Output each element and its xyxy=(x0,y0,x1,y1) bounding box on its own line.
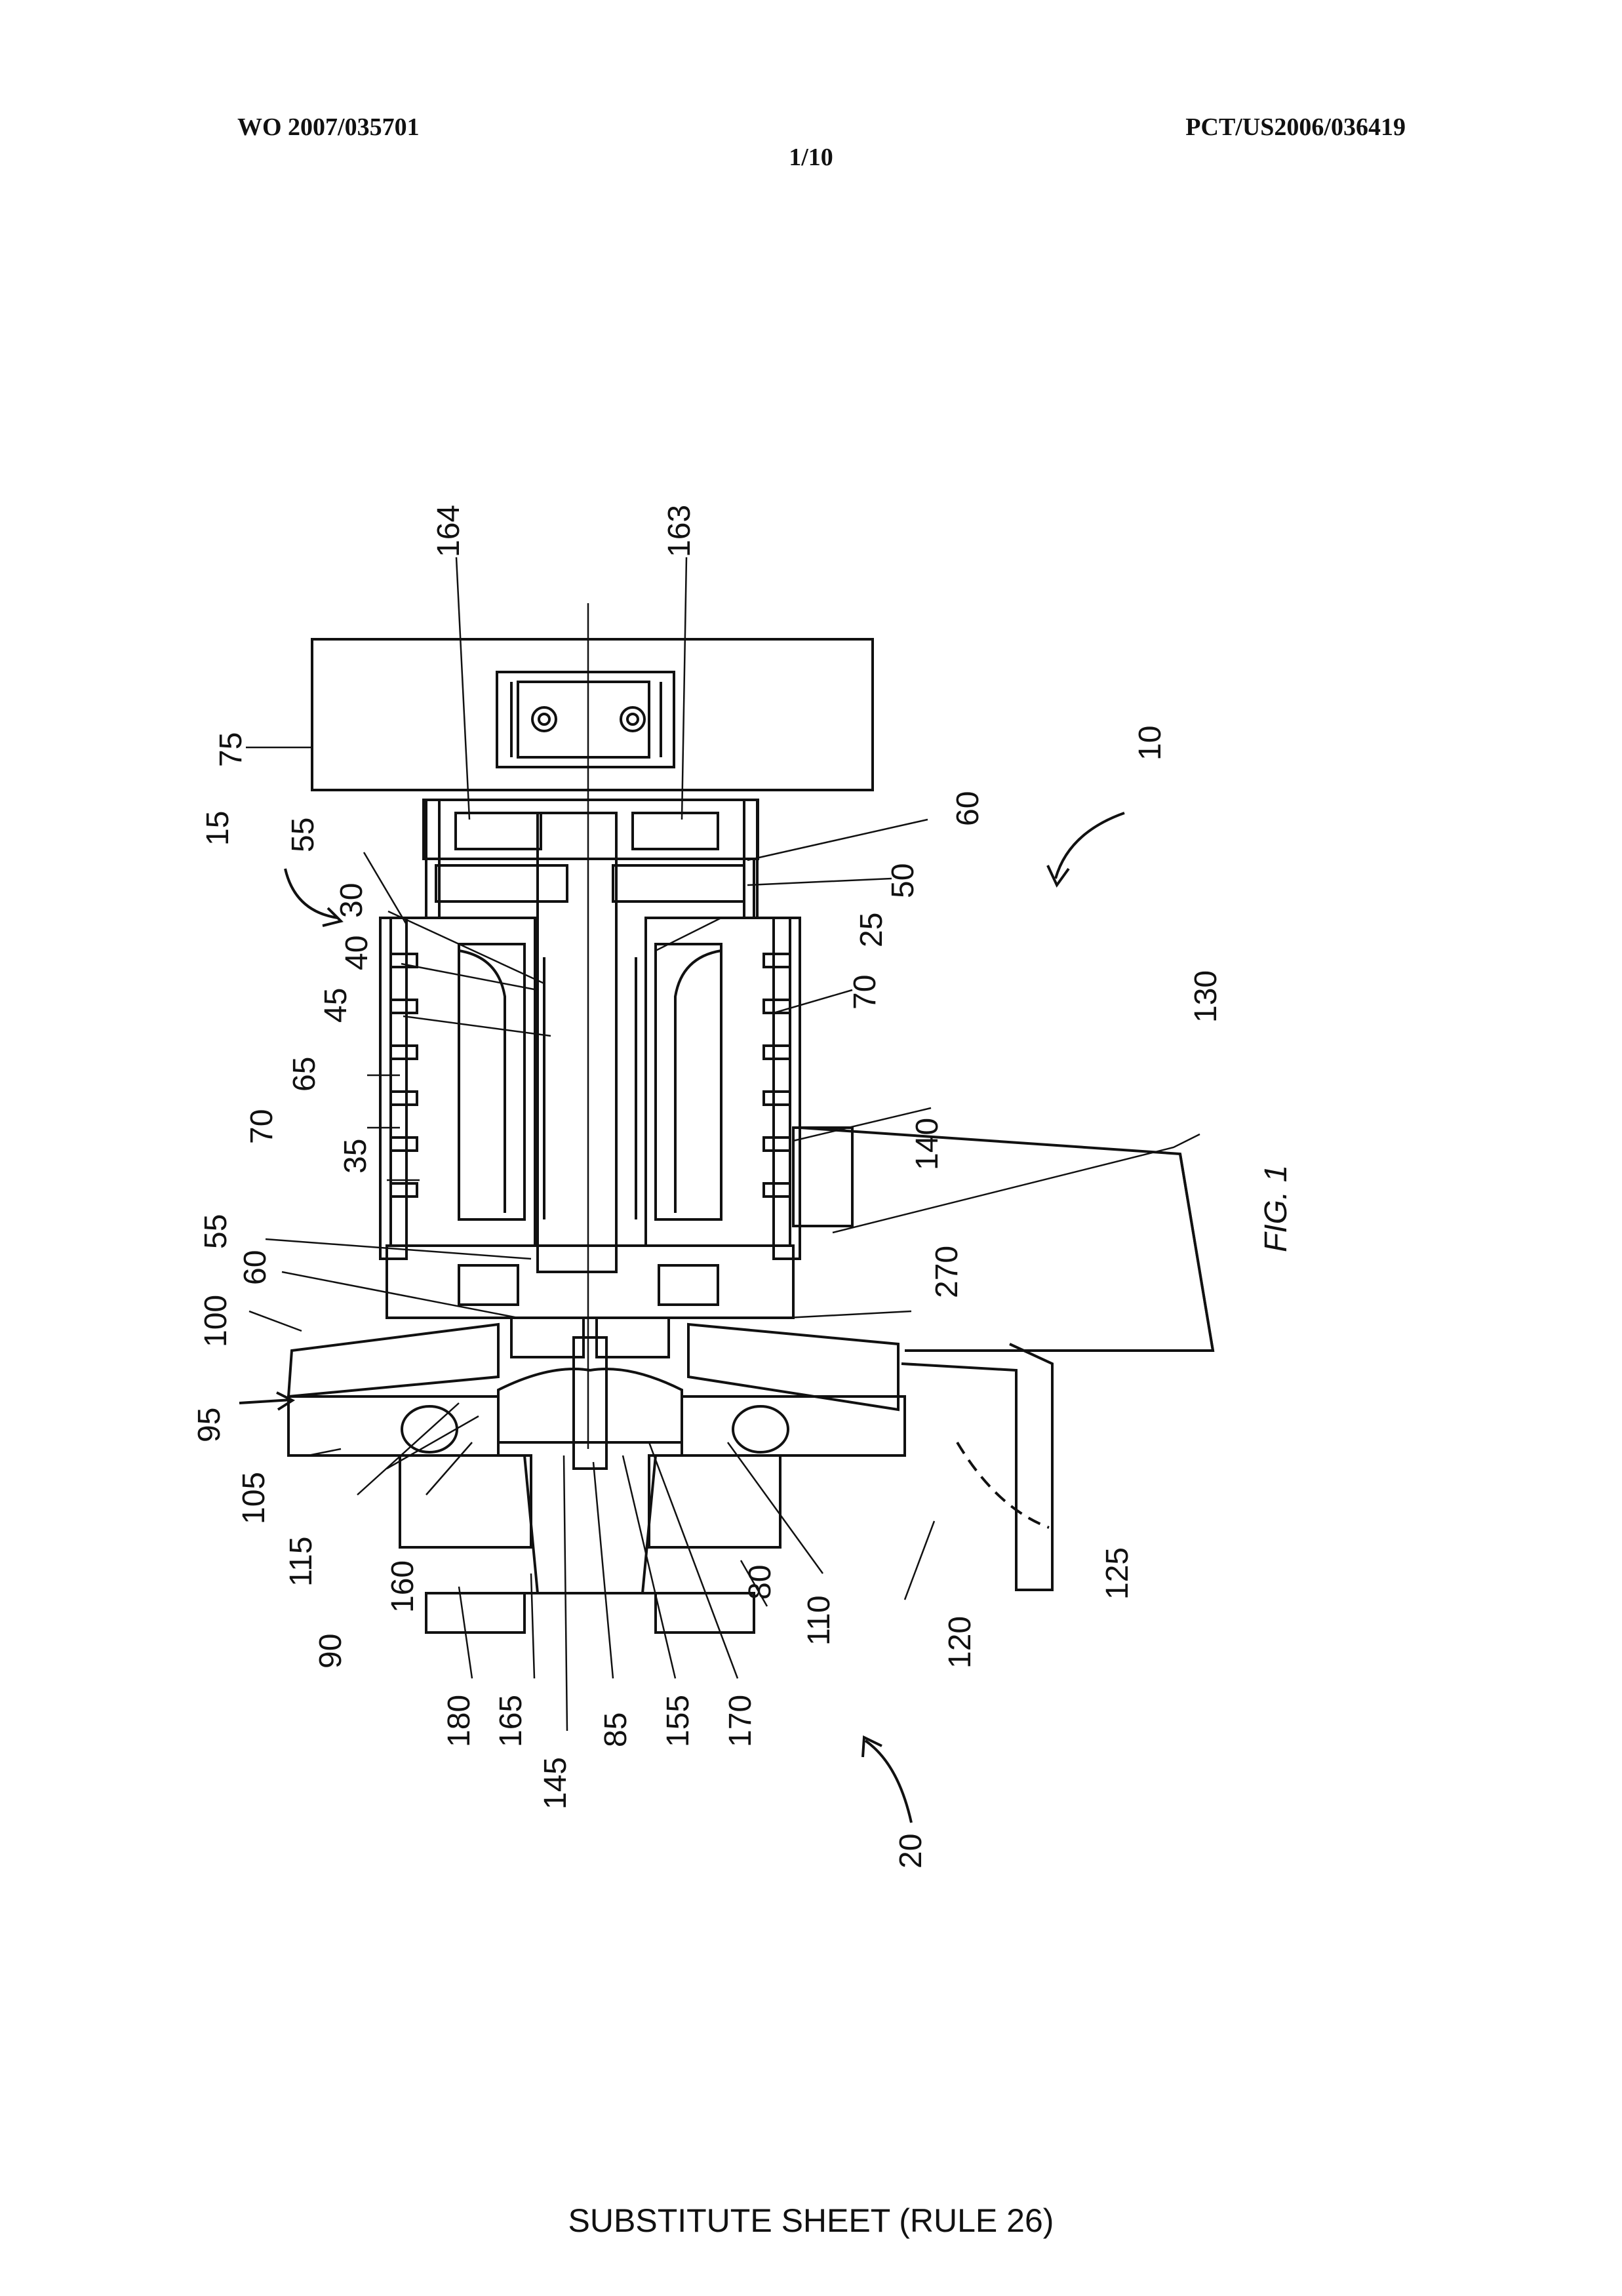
motor-stator xyxy=(391,918,790,1246)
ref-95: 95 xyxy=(192,1408,227,1442)
ref-270: 270 xyxy=(930,1246,964,1298)
ref-30: 30 xyxy=(334,883,369,918)
leader-lines xyxy=(246,557,1200,1731)
ref-170: 170 xyxy=(723,1695,758,1747)
ref-125: 125 xyxy=(1100,1547,1135,1600)
shaft xyxy=(538,813,616,1272)
ref-85: 85 xyxy=(599,1712,633,1747)
ref-130: 130 xyxy=(1189,970,1223,1023)
ref-165: 165 xyxy=(494,1695,528,1747)
ref-70: 70 xyxy=(245,1109,279,1144)
ref-145: 145 xyxy=(538,1757,573,1810)
ref-163: 163 xyxy=(662,505,697,557)
ref-35: 35 xyxy=(338,1139,373,1174)
ref-90: 90 xyxy=(313,1634,348,1669)
ref-50: 50 xyxy=(886,863,920,898)
ref-160: 160 xyxy=(386,1560,420,1613)
ref-25: 25 xyxy=(854,913,889,947)
lower-bearing xyxy=(387,1246,793,1357)
motor-cover xyxy=(312,639,873,790)
footer-text: SUBSTITUTE SHEET (RULE 26) xyxy=(0,2202,1622,2240)
figure-caption: FIG. 1 xyxy=(1259,1165,1294,1252)
discharge-outlet xyxy=(793,1128,1213,1590)
ref-70b: 70 xyxy=(848,975,882,1010)
ref-60b: 60 xyxy=(951,791,985,826)
ref-75: 75 xyxy=(214,732,248,767)
ref-140: 140 xyxy=(910,1118,945,1170)
ref-115: 115 xyxy=(284,1536,319,1587)
ref-55b: 55 xyxy=(199,1214,233,1249)
ref-110: 110 xyxy=(802,1595,837,1646)
ref-100: 100 xyxy=(199,1295,233,1347)
ref-20: 20 xyxy=(894,1834,928,1869)
ref-15: 15 xyxy=(201,811,235,846)
ref-10: 10 xyxy=(1133,726,1168,761)
reference-numerals: 164 163 75 10 15 55 30 40 45 65 70 35 55… xyxy=(192,505,1294,1869)
ref-155: 155 xyxy=(661,1695,696,1747)
ref-180: 180 xyxy=(442,1695,477,1747)
upper-bearing-housing xyxy=(424,800,758,918)
ref-120: 120 xyxy=(943,1616,978,1669)
ref-60: 60 xyxy=(238,1250,273,1285)
ref-40: 40 xyxy=(340,936,374,970)
ref-80: 80 xyxy=(743,1565,778,1600)
ref-45: 45 xyxy=(319,988,353,1023)
ref-55: 55 xyxy=(286,818,321,852)
ref-164: 164 xyxy=(431,505,466,557)
ref-65: 65 xyxy=(287,1057,322,1092)
ref-105: 105 xyxy=(237,1472,271,1524)
inlet-nozzle xyxy=(400,1455,780,1633)
